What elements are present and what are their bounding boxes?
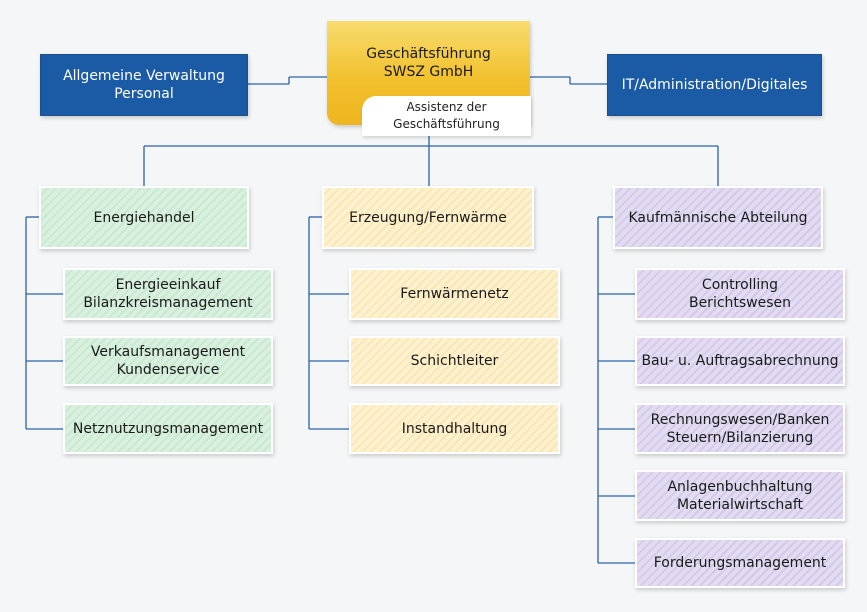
unit-box-verkaufsmanagement: Verkaufsmanagement Kundenservice (63, 336, 273, 386)
unit-box-forderungsmanagement: Forderungsmanagement (635, 538, 845, 588)
staff-box-it: IT/Administration/Digitales (607, 54, 822, 116)
unit-box-bauabrechnung: Bau- u. Auftragsabrechnung (635, 336, 845, 386)
unit-box-instandhaltung: Instandhaltung (349, 403, 560, 454)
unit-box-energieeinkauf: Energieeinkauf Bilanzkreismanagement (63, 268, 273, 320)
unit-box-netznutzungsmanagement: Netznutzungsmanagement (63, 403, 273, 454)
department-box-kaufmaennisch: Kaufmännische Abteilung (613, 186, 823, 249)
department-box-energiehandel: Energiehandel (39, 186, 249, 249)
unit-box-controlling: Controlling Berichtswesen (635, 268, 845, 320)
unit-box-anlagenbuchhaltung: Anlagenbuchhaltung Materialwirtschaft (635, 470, 845, 521)
unit-box-schichtleiter: Schichtleiter (349, 336, 560, 386)
unit-box-fernwaermenetz: Fernwärmenetz (349, 268, 560, 320)
assistant-box: Assistenz der Geschäftsführung (362, 96, 531, 136)
department-box-erzeugung: Erzeugung/Fernwärme (322, 186, 534, 249)
unit-box-rechnungswesen: Rechnungswesen/Banken Steuern/Bilanzieru… (635, 403, 845, 454)
staff-box-administration: Allgemeine Verwaltung Personal (40, 54, 248, 116)
